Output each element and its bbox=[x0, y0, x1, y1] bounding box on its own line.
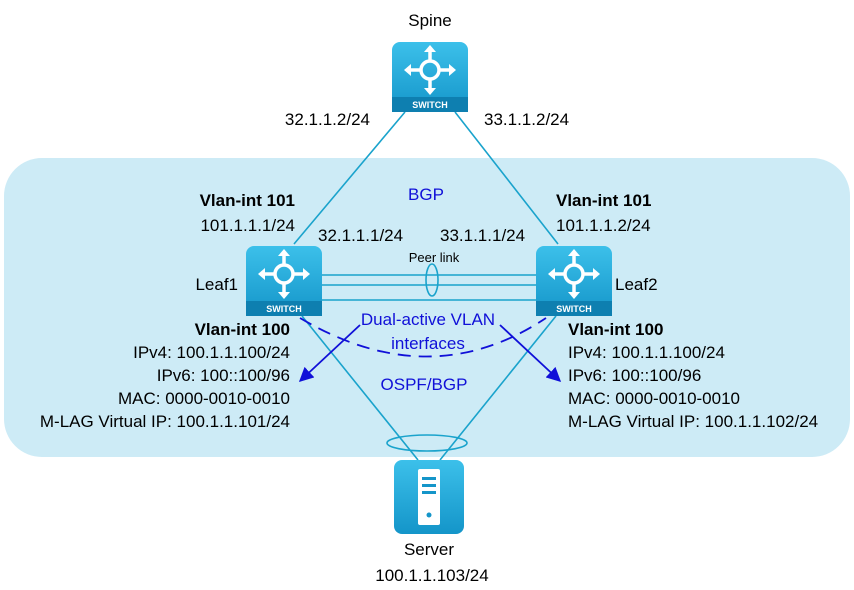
leaf2-ipv4: IPv4: 100.1.1.100/24 bbox=[568, 343, 725, 362]
server-ip: 100.1.1.103/24 bbox=[375, 566, 488, 585]
dual-active-label-line2: interfaces bbox=[391, 334, 465, 353]
leaf2-label: Leaf2 bbox=[615, 275, 658, 294]
leaf2-vlan100-title: Vlan-int 100 bbox=[568, 320, 663, 339]
server-label: Server bbox=[404, 540, 454, 559]
leaf1-vlan101-title: Vlan-int 101 bbox=[200, 191, 295, 210]
leaf2-ipv6: IPv6: 100::100/96 bbox=[568, 366, 701, 385]
peer-link-label: Peer link bbox=[409, 250, 460, 265]
dual-active-label-line1: Dual-active VLAN bbox=[361, 310, 495, 329]
spine-ip-to-leaf2: 33.1.1.2/24 bbox=[484, 110, 569, 129]
ospf-bgp-label: OSPF/BGP bbox=[381, 375, 468, 394]
leaf1-ipv6: IPv6: 100::100/96 bbox=[157, 366, 290, 385]
leaf1-mac: MAC: 0000-0010-0010 bbox=[118, 389, 290, 408]
leaf2-ip-to-spine: 33.1.1.1/24 bbox=[440, 226, 525, 245]
arrow-to-leaf1-vlan100 bbox=[298, 324, 361, 382]
leaf1-ipv4: IPv4: 100.1.1.100/24 bbox=[133, 343, 290, 362]
peer-link-aggregation-ring bbox=[425, 263, 439, 297]
bgp-label: BGP bbox=[408, 185, 444, 204]
server-aggregation-ring bbox=[386, 434, 468, 452]
leaf1-label: Leaf1 bbox=[195, 275, 238, 294]
arrow-to-leaf2-vlan100 bbox=[499, 324, 562, 382]
leaf2-vlan101-title: Vlan-int 101 bbox=[556, 191, 651, 210]
link-spine-leaf1 bbox=[293, 111, 406, 245]
server-device bbox=[394, 460, 464, 534]
leaf1-mlag-vip: M-LAG Virtual IP: 100.1.1.101/24 bbox=[40, 412, 290, 431]
spine-label: Spine bbox=[408, 11, 451, 30]
datacenter-region bbox=[4, 158, 850, 457]
leaf2-mlag-vip: M-LAG Virtual IP: 100.1.1.102/24 bbox=[568, 412, 818, 431]
leaf1-vlan100-title: Vlan-int 100 bbox=[195, 320, 290, 339]
leaf1-vlan101-ip: 101.1.1.1/24 bbox=[200, 216, 295, 235]
spine-badge: SWITCH bbox=[412, 100, 448, 110]
spine-switch: SWITCH bbox=[390, 40, 470, 114]
link-spine-leaf2 bbox=[454, 111, 559, 245]
leaf2-switch: SWITCH bbox=[534, 244, 614, 318]
leaf1-switch: SWITCH bbox=[244, 244, 324, 318]
link-leaf1-server bbox=[301, 315, 419, 461]
leaf2-badge: SWITCH bbox=[556, 304, 592, 314]
link-leaf2-server bbox=[439, 315, 557, 461]
server-icon bbox=[418, 469, 440, 525]
leaf2-vlan101-ip: 101.1.1.2/24 bbox=[556, 216, 651, 235]
spine-ip-to-leaf1: 32.1.1.2/24 bbox=[285, 110, 370, 129]
dual-active-dashed-arc bbox=[299, 317, 547, 358]
leaf1-ip-to-spine: 32.1.1.1/24 bbox=[318, 226, 403, 245]
leaf2-mac: MAC: 0000-0010-0010 bbox=[568, 389, 740, 408]
leaf1-badge: SWITCH bbox=[266, 304, 302, 314]
